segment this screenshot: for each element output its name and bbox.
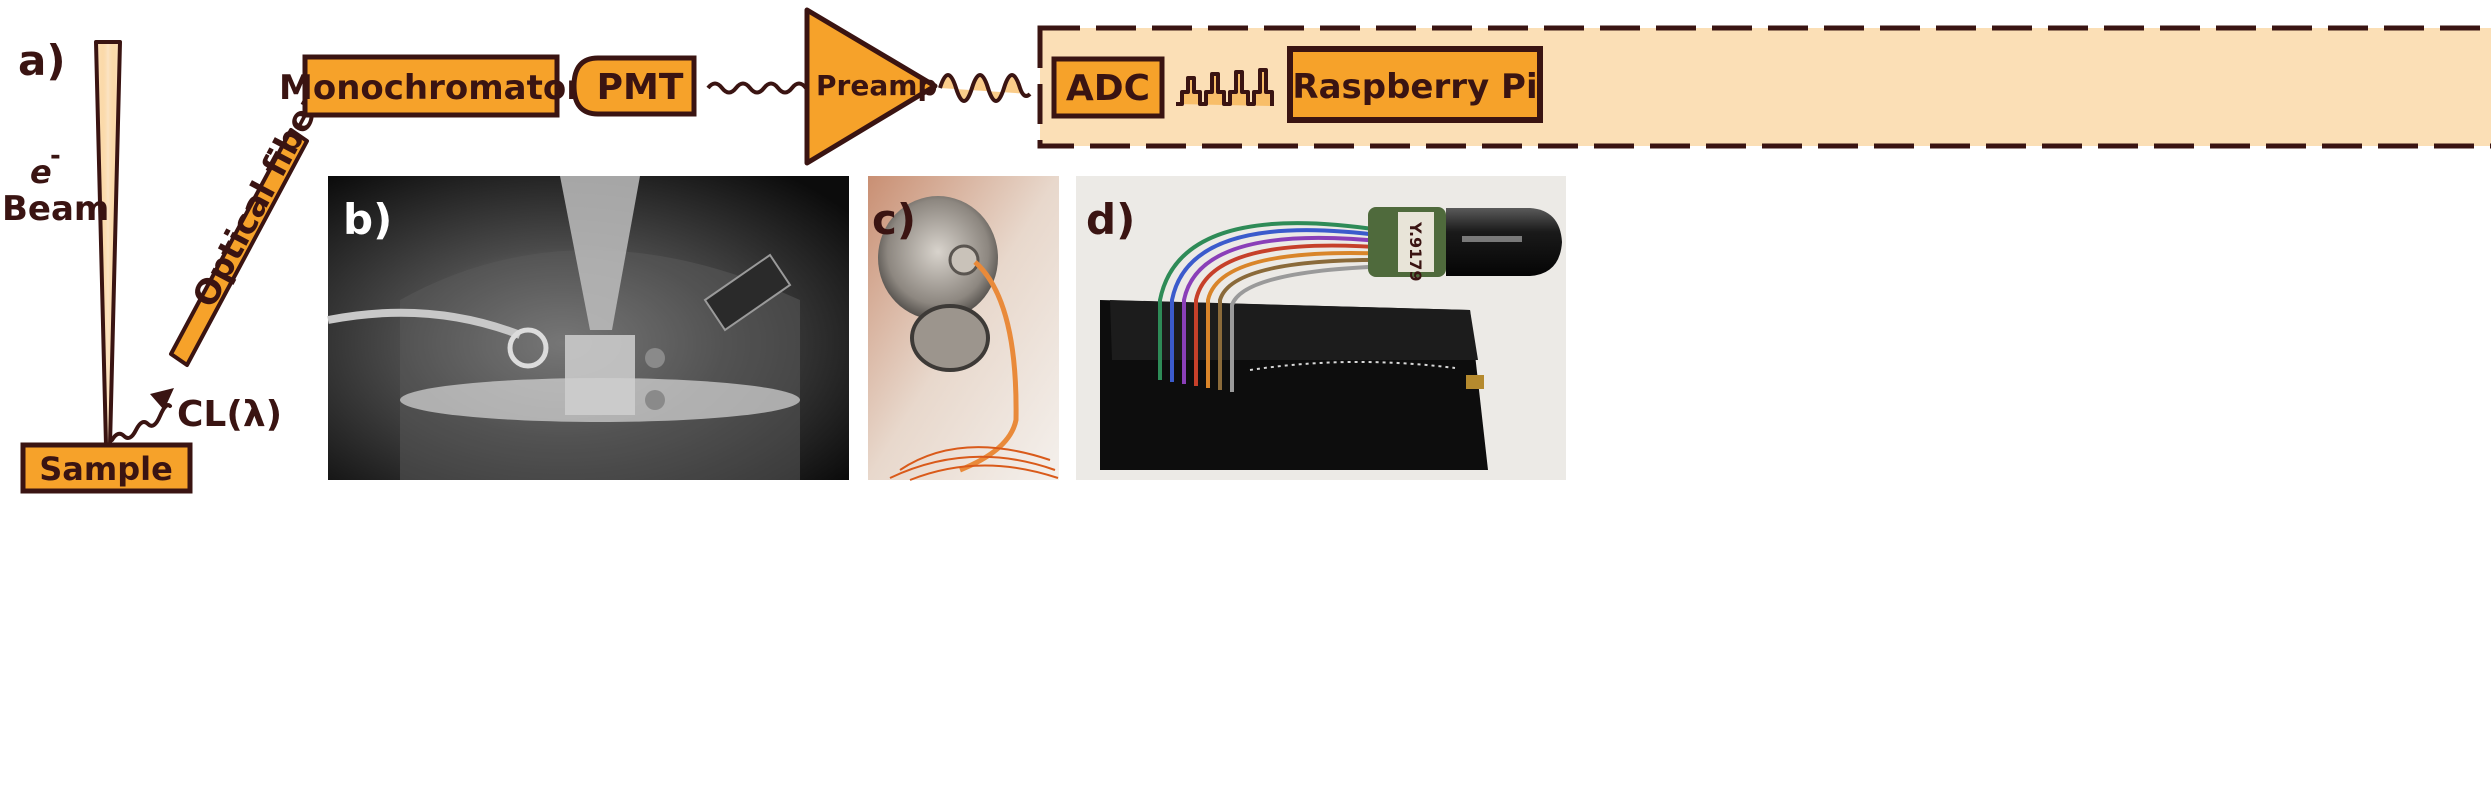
sample-stage <box>565 335 635 415</box>
amplified-signal-wave <box>938 73 1032 103</box>
cl-arrow-head <box>150 388 174 410</box>
pmt-label: PMT <box>597 67 684 108</box>
pmt-box <box>571 55 697 117</box>
monochromator-box <box>302 54 560 118</box>
ribbon-wire-6 <box>1218 257 1395 390</box>
panel-a-label: a) <box>18 36 66 85</box>
panel-c-label: c) <box>872 195 916 244</box>
fiber-feedthrough <box>948 244 980 276</box>
sample-label: Sample <box>39 450 173 488</box>
optical-fiber <box>169 128 309 367</box>
fiber-holder <box>507 327 549 369</box>
photo-b: b) <box>327 176 849 480</box>
beam-label: Beam <box>2 189 109 229</box>
pmt-label-sticker <box>1398 212 1434 272</box>
beam-label-e: e <box>30 153 52 191</box>
fiber-cable-photo <box>327 308 522 339</box>
ribbon-wire-1 <box>1158 221 1381 380</box>
pmt-signal-wave <box>706 81 808 95</box>
beam-label-superscript: - <box>50 141 61 171</box>
ribbon-wire-4 <box>1194 243 1391 386</box>
cl-label: CL(λ) <box>177 394 282 435</box>
sma-connector <box>1466 375 1484 389</box>
cl-emission-arrow <box>110 403 172 442</box>
photo-d: Y.9179 d) <box>1076 176 1566 480</box>
digital-enclosure <box>1037 25 2491 149</box>
raspberry-pi-box <box>1287 46 1543 123</box>
fiber-coil-1 <box>899 446 1051 471</box>
fiber-coil-3 <box>909 464 1059 481</box>
ribbon-wire-3 <box>1182 235 1389 384</box>
ribbon-wire-7 <box>1230 264 1397 392</box>
stage-screw-2 <box>645 390 665 410</box>
pole-piece <box>560 176 640 330</box>
detector <box>703 253 792 332</box>
flange-disc <box>878 196 998 320</box>
adc-label: ADC <box>1066 68 1150 109</box>
flange-cap <box>910 304 990 372</box>
photo-c: c) <box>868 176 1059 481</box>
ribbon-wire-5 <box>1206 250 1393 388</box>
raspberry-pi-label: Raspberry Pi <box>1292 67 1537 107</box>
pmt-tube-text: Y.9179 <box>1406 221 1425 282</box>
ribbon-wire-2 <box>1170 228 1386 382</box>
sample-box <box>20 442 193 494</box>
panel-d-label: d) <box>1086 195 1135 244</box>
preamp-triangle <box>804 7 938 166</box>
electron-beam <box>94 40 122 447</box>
preamp-label: Preamp <box>816 69 937 102</box>
digitized-signal-wave <box>1176 68 1274 106</box>
optical-fiber-label: Optical fiber <box>185 86 332 314</box>
fiber-coil-2 <box>889 455 1056 479</box>
orange-fiber <box>959 260 1019 473</box>
adc-box <box>1051 56 1165 119</box>
panel-b-label: b) <box>343 195 392 244</box>
pmt-tube-stripe <box>1462 236 1522 242</box>
enclosure-top <box>1110 300 1478 360</box>
stage-screw-1 <box>645 348 665 368</box>
signal-chain: Monochromator PMT Preamp ADC Raspberry P… <box>279 7 2491 166</box>
monochromator-label: Monochromator <box>279 68 583 108</box>
